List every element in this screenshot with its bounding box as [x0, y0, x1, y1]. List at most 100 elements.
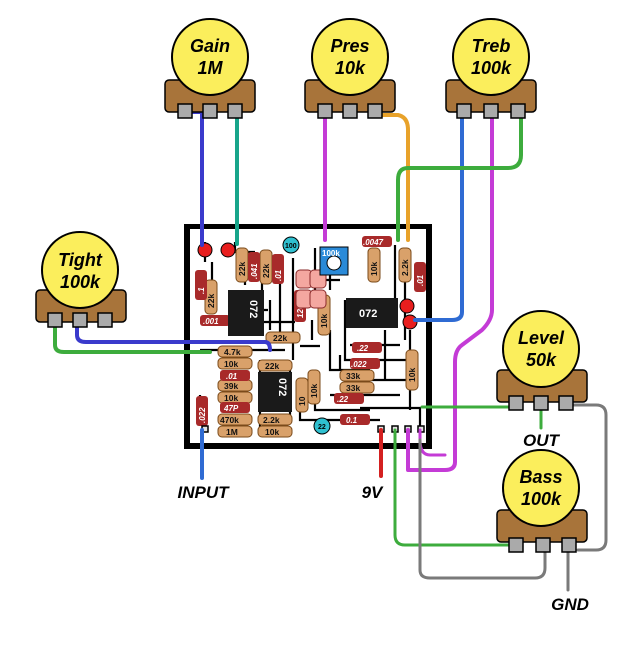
pot-value: 100k: [521, 489, 562, 509]
pot-lugs: [508, 537, 577, 553]
svg-text:2.2k: 2.2k: [400, 259, 410, 276]
pot-lugs: [177, 103, 243, 119]
svg-text:.01: .01: [274, 269, 283, 281]
wire-bass-gray: [418, 438, 547, 580]
resistor: 33k: [339, 381, 375, 394]
svg-text:2.2k: 2.2k: [263, 415, 280, 425]
svg-text:4.7k: 4.7k: [224, 347, 241, 357]
resistor: 22k: [257, 359, 293, 372]
resistor: 2.2k: [398, 247, 412, 283]
svg-text:33k: 33k: [346, 383, 360, 393]
capacitor: .22: [352, 342, 382, 353]
svg-text:.022: .022: [198, 407, 207, 423]
svg-text:10k: 10k: [224, 359, 238, 369]
wires: [53, 110, 608, 592]
capacitor: .022: [350, 358, 380, 369]
wire-bass-lug1: [393, 428, 517, 547]
svg-text:22k: 22k: [265, 361, 279, 371]
svg-text:.1: .1: [197, 287, 206, 294]
svg-text:.022: .022: [351, 360, 367, 369]
pot-name: Level: [518, 328, 565, 348]
output-label: OUT: [523, 431, 561, 450]
wire-tight-wiper: [75, 321, 272, 352]
pot-treb[interactable]: Treb 100k: [445, 18, 537, 119]
pot-name: Bass: [519, 467, 562, 487]
wire-tight-lug1: [53, 321, 212, 354]
pot-name: Treb: [472, 36, 511, 56]
wire-treb-lug1: [413, 113, 464, 322]
pot-level[interactable]: Level 50k: [496, 310, 588, 411]
svg-text:.22: .22: [337, 395, 349, 404]
svg-text:100: 100: [285, 243, 297, 250]
resistor: 33k: [339, 369, 375, 382]
resistor: 10k: [217, 391, 253, 404]
capacitor: 47P: [220, 402, 250, 413]
resistor: 470k: [217, 413, 253, 426]
capacitor: .01: [220, 370, 250, 381]
svg-text:.01: .01: [226, 372, 238, 381]
ground-label: GND: [551, 595, 589, 614]
capacitor: .001: [200, 315, 230, 326]
trimmer-pot: 100k: [319, 246, 349, 276]
svg-text:10k: 10k: [309, 384, 319, 398]
svg-text:.22: .22: [357, 344, 369, 353]
svg-text:22k: 22k: [237, 262, 247, 276]
pot-value: 10k: [335, 58, 366, 78]
pot-lugs: [508, 395, 574, 411]
pot-value: 100k: [471, 58, 512, 78]
svg-text:10k: 10k: [369, 262, 379, 276]
svg-text:.041: .041: [250, 263, 259, 279]
power-9v-label: 9V: [362, 483, 384, 502]
resistor: 10k: [367, 247, 381, 283]
resistors: 22k 22k 22k 10k 10k 2.2k 4.7k 10k 39k 10…: [204, 247, 419, 438]
resistor: 22k: [204, 279, 218, 315]
svg-text:470k: 470k: [220, 415, 239, 425]
pot-knob[interactable]: [41, 231, 119, 309]
film-capacitors: [295, 269, 327, 309]
capacitor: 0.1: [340, 414, 370, 425]
svg-text:10k: 10k: [224, 393, 238, 403]
svg-text:10k: 10k: [265, 427, 279, 437]
pot-gain[interactable]: Gain 1M: [164, 18, 256, 119]
capacitor: .22: [334, 393, 364, 404]
capacitor: .022: [196, 396, 208, 426]
pot-knob[interactable]: [311, 18, 389, 96]
capacitor: .041: [248, 252, 260, 282]
capacitor: .01: [272, 254, 284, 284]
resistor: 2.2k: [257, 413, 293, 426]
pot-pres[interactable]: Pres 10k: [304, 18, 396, 119]
pot-name: Gain: [190, 36, 230, 56]
pot-lugs: [47, 312, 113, 328]
pot-tight[interactable]: Tight 100k: [35, 231, 127, 328]
svg-text:10k: 10k: [407, 368, 417, 382]
pot-knob[interactable]: [502, 310, 580, 388]
resistor: 22k: [235, 247, 249, 283]
capacitor: .1: [195, 270, 207, 300]
capacitors: .041 .01 .1 .001 .0047 .01 .01 .22 .022 …: [195, 236, 426, 426]
svg-text:22: 22: [318, 424, 326, 431]
ic-chip: 072: [258, 372, 292, 412]
svg-text:39k: 39k: [224, 381, 238, 391]
resistor: 22k: [259, 249, 273, 285]
svg-text:33k: 33k: [346, 371, 360, 381]
pot-knob[interactable]: [502, 449, 580, 527]
wire-pres-lug3: [372, 113, 410, 242]
svg-text:10: 10: [297, 396, 307, 406]
svg-text:072: 072: [359, 308, 377, 320]
pot-knob[interactable]: [171, 18, 249, 96]
resistor: 10: [295, 377, 309, 413]
resistor: 1M: [217, 425, 253, 438]
pot-value: 1M: [197, 58, 223, 78]
svg-text:22k: 22k: [261, 264, 271, 278]
resistor: 10k: [307, 369, 321, 405]
ic-chip: 072: [346, 298, 398, 328]
electrolytic-capacitor: 100: [282, 236, 300, 254]
pot-bass[interactable]: Bass 100k: [496, 449, 588, 553]
svg-text:.0047: .0047: [363, 238, 384, 247]
pot-lugs: [317, 103, 383, 119]
pot-knob[interactable]: [452, 18, 530, 96]
resistor: 10k: [405, 349, 419, 391]
resistor: 22k: [265, 331, 301, 344]
pot-value: 50k: [526, 350, 557, 370]
